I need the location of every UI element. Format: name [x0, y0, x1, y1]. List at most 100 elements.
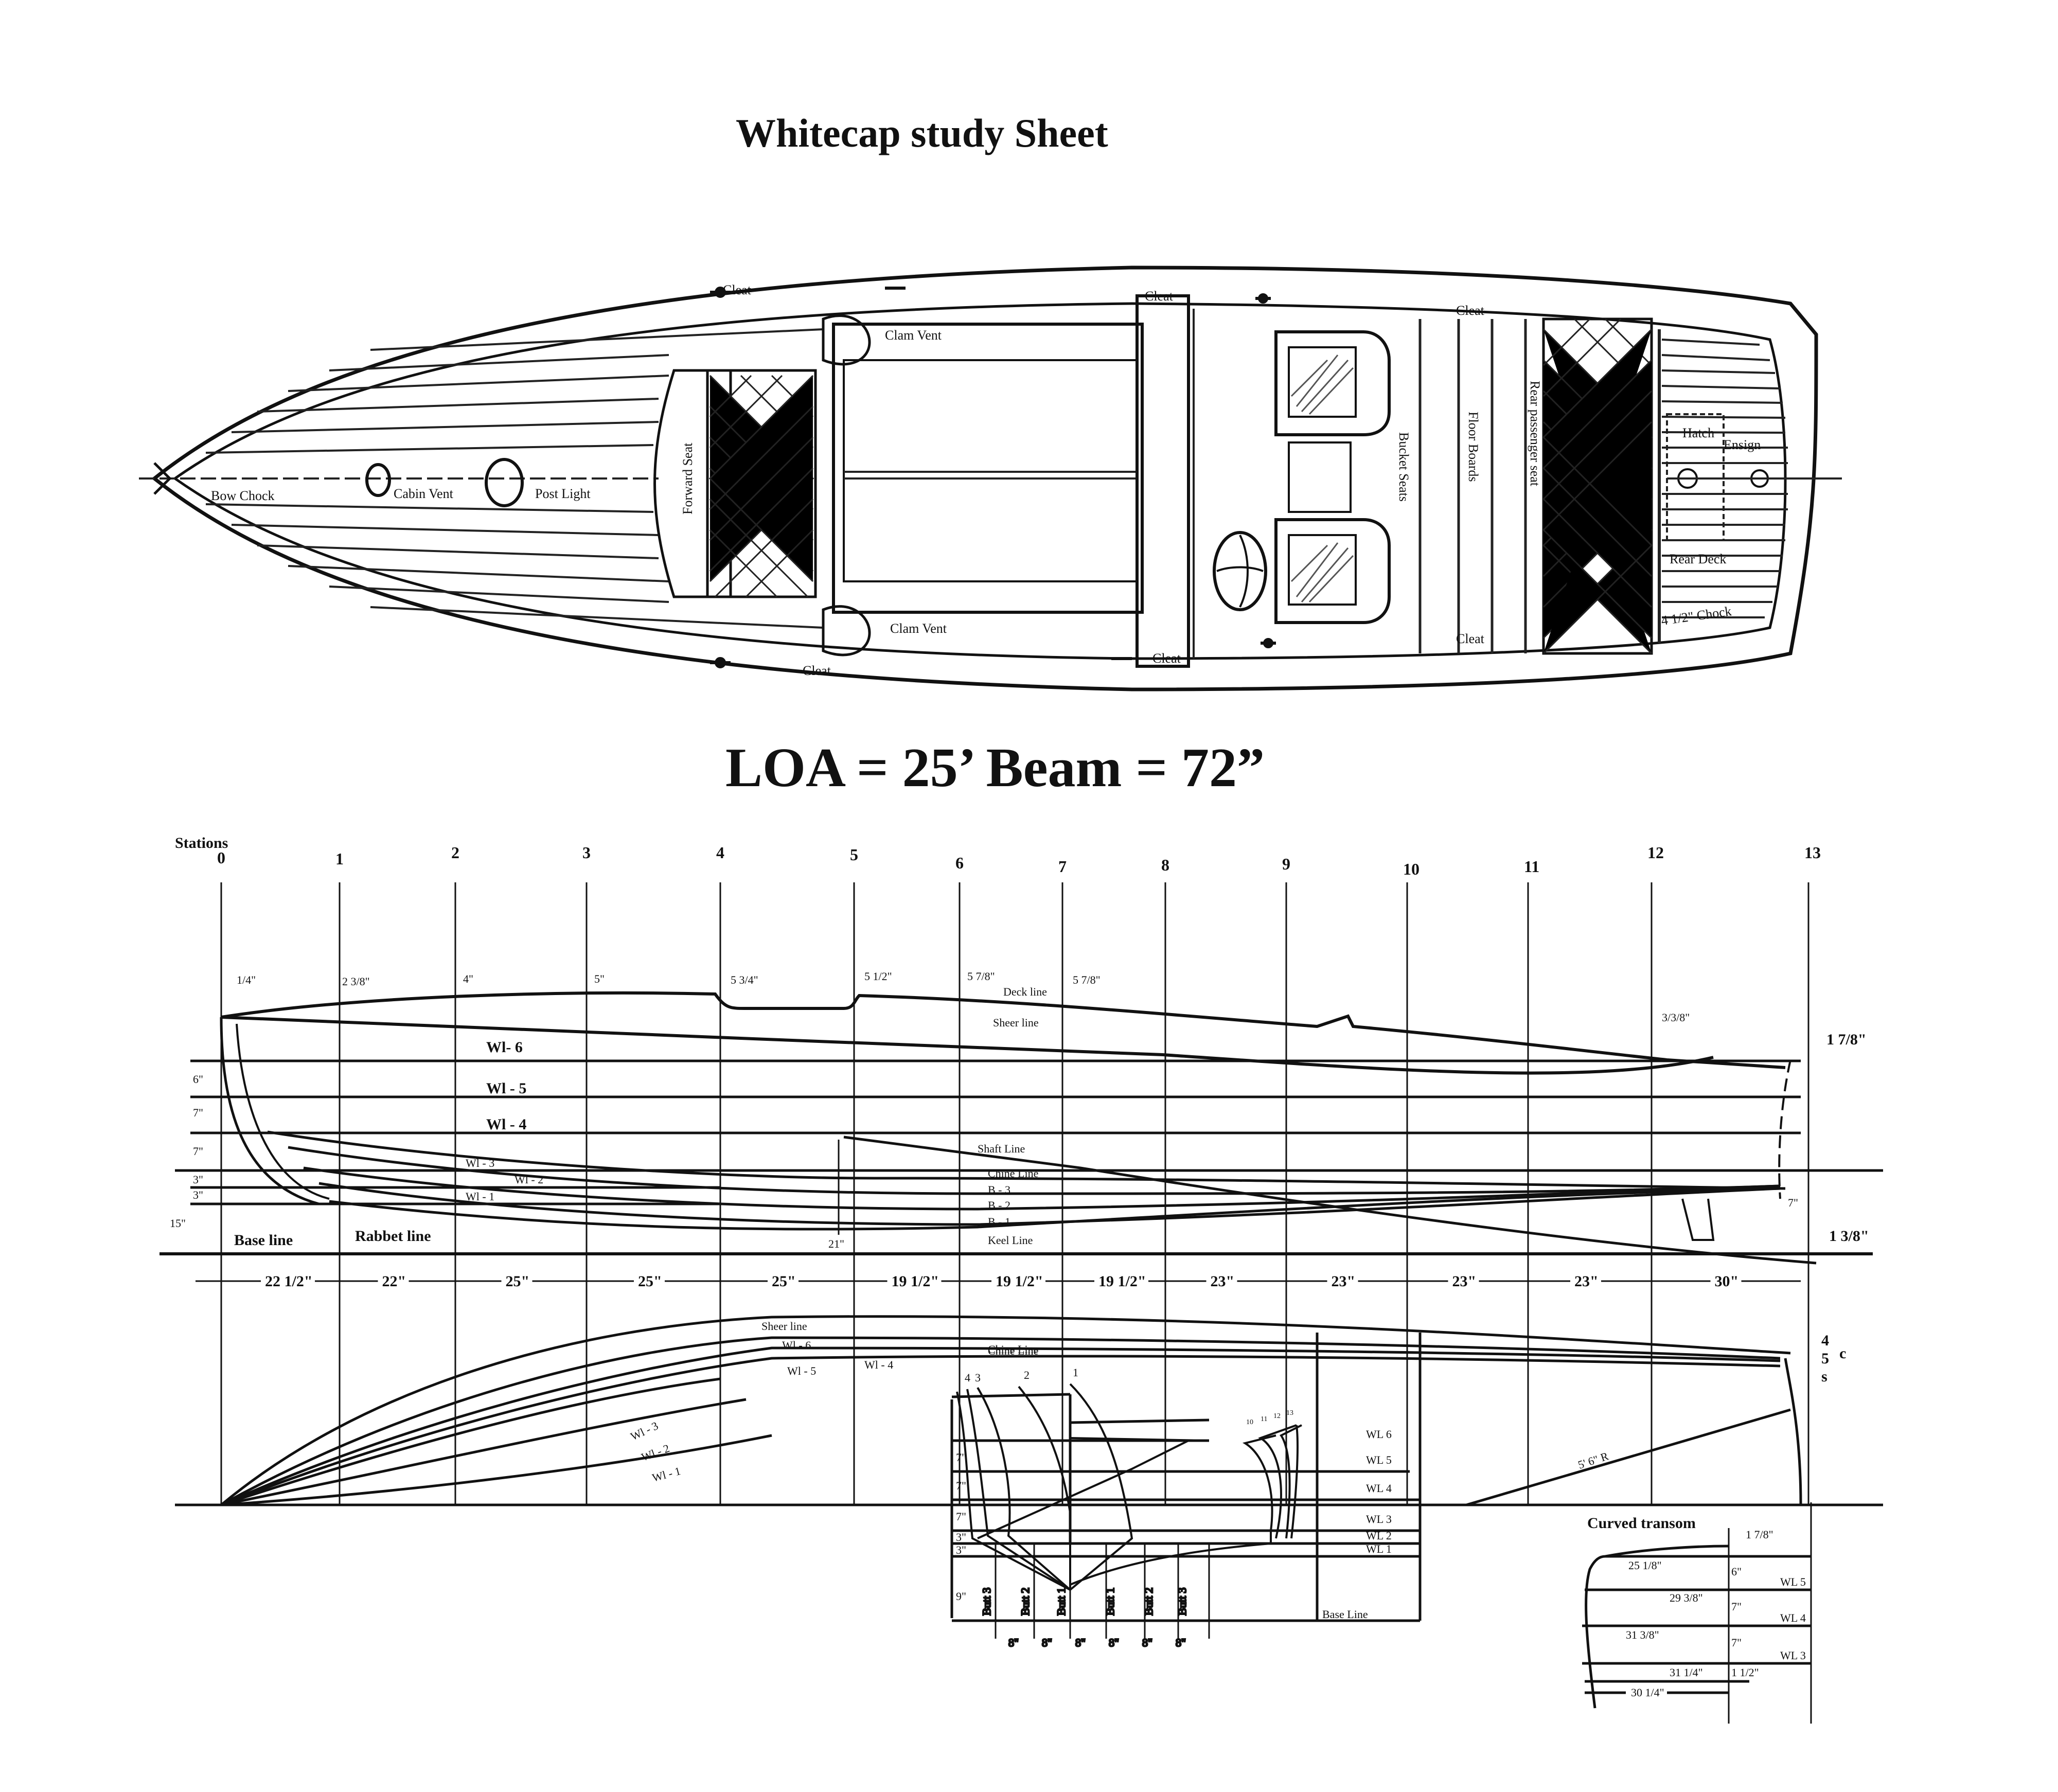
- half-breadth-view: Sheer line Wl - 6 Wl - 5 Wl - 4 Wl - 3 W…: [175, 1315, 1883, 1506]
- station-spacing-6: 19 1/2": [996, 1273, 1043, 1290]
- body-dim-label-3: 3": [956, 1531, 966, 1543]
- body-fwd-station-1: 1: [1073, 1366, 1078, 1379]
- shaft-line-label: Shaft Line: [978, 1142, 1025, 1155]
- steering-wheel-icon: [1213, 531, 1267, 611]
- transom-title: Curved transom: [1587, 1515, 1696, 1532]
- specs-label: LOA = 25’ Beam = 72”: [725, 737, 1265, 799]
- transom-radius-line: [1466, 1408, 1791, 1506]
- stem-line: [220, 1017, 320, 1205]
- chine-line-label: Chine Line: [988, 1167, 1038, 1180]
- transom-width-2: 29 3/8": [1670, 1591, 1703, 1604]
- station-spacing-2: 25": [506, 1273, 530, 1290]
- body-fwd-station-2: 2: [1024, 1369, 1030, 1381]
- butt-spacing-0: 8": [1008, 1636, 1019, 1649]
- station-spacing-0: 22 1/2": [265, 1273, 313, 1290]
- body-dim-label-2: 7": [956, 1510, 966, 1523]
- transom-wl3: WL 3: [1780, 1649, 1806, 1662]
- station-spacing-9: 23": [1332, 1273, 1356, 1290]
- deck-height-1: 2 3/8": [342, 975, 370, 988]
- shaft-height-label: 21": [828, 1237, 844, 1250]
- station-label-4: 4: [716, 843, 724, 862]
- deck-height-6: 5 7/8": [967, 970, 995, 983]
- rear-passenger-seat-label: Rear passenger seat: [1528, 381, 1542, 487]
- butt-spacing-1: 8": [1042, 1636, 1052, 1649]
- bucket-seat-top-cushion: [1288, 346, 1357, 418]
- post-light-label: Post Light: [535, 486, 591, 501]
- transom-width-1: 25 1/8": [1628, 1559, 1662, 1572]
- clam-vent-bottom-icon: [822, 605, 871, 657]
- transom-height-1: 6": [1731, 1565, 1742, 1578]
- station-label-5: 5: [850, 845, 858, 864]
- hb-wl3-label: Wl - 3: [629, 1419, 661, 1443]
- wl5-label: Wl - 5: [486, 1080, 526, 1097]
- hatch-label: Hatch: [1682, 425, 1714, 440]
- cleat-label-5: Cleat: [1152, 651, 1181, 666]
- keel-line-label: Keel Line: [988, 1234, 1033, 1247]
- stern-mark-c: c: [1839, 1345, 1846, 1362]
- transom-width-4: 31 1/4": [1670, 1666, 1703, 1679]
- hb-wl2-label: Wl - 2: [640, 1442, 671, 1464]
- butt-label-2: Butt 1: [1055, 1588, 1068, 1616]
- butt-label-3: Butt 1: [1104, 1588, 1116, 1616]
- deck-height-2: 4": [463, 972, 473, 985]
- shaft-line: [843, 1135, 1817, 1265]
- deck-height-4: 5 3/4": [731, 973, 758, 986]
- wl3-label: Wl - 3: [466, 1157, 494, 1169]
- station-spacing-3: 25": [638, 1273, 662, 1290]
- sheer-line: [221, 1016, 1714, 1075]
- body-aft-station-10: 10: [1246, 1418, 1253, 1426]
- butt-label-1: Butt 2: [1019, 1588, 1032, 1616]
- station-label-8: 8: [1161, 856, 1169, 874]
- left-dim-6: 15": [170, 1217, 186, 1230]
- bucket-seat-bottom: [1274, 518, 1391, 624]
- butt-spacing-4: 8": [1142, 1636, 1152, 1649]
- body-aft-station-11: 11: [1261, 1415, 1267, 1423]
- ensign-label: Ensign: [1724, 437, 1761, 452]
- chine-line: [267, 1130, 1786, 1190]
- bow-chock-label: Bow Chock: [211, 488, 275, 503]
- forward-sections: [956, 1383, 1189, 1591]
- post-light-icon: [485, 458, 524, 507]
- butt-label-5: Butt 3: [1176, 1588, 1188, 1616]
- body-fwd-station-4: 4: [965, 1371, 970, 1384]
- transom-height-4: 1 1/2": [1731, 1666, 1759, 1679]
- transom-height-3: 7": [1731, 1636, 1742, 1649]
- cleat-label-2: Cleat: [1145, 289, 1174, 304]
- forward-seat-quilting: [708, 375, 814, 598]
- station-spacing-10: 23": [1452, 1273, 1477, 1290]
- deck-height-3: 5": [594, 972, 605, 985]
- deck-line-label: Deck line: [1003, 985, 1047, 998]
- deck-line: [221, 991, 1786, 1069]
- left-dim-1: 6": [193, 1073, 203, 1086]
- hb-wl1-label: Wl - 1: [651, 1464, 682, 1484]
- station-spacing-1: 22": [382, 1273, 406, 1290]
- transom-width-3: 31 3/8": [1626, 1628, 1659, 1641]
- rear-deck-label: Rear Deck: [1670, 552, 1726, 566]
- cleat-label-3: Cleat: [1456, 303, 1485, 318]
- wl1-label: Wl - 1: [466, 1190, 494, 1203]
- station-label-10: 10: [1403, 860, 1420, 878]
- station-label-12: 12: [1647, 843, 1664, 862]
- left-dim-2: 7": [193, 1106, 203, 1119]
- hb-sheer-label: Sheer line: [761, 1320, 807, 1333]
- left-dim-3: 7": [193, 1145, 203, 1158]
- butt-spacing-5: 8": [1176, 1636, 1186, 1649]
- transom-profile: [1778, 1059, 1791, 1199]
- station-label-2: 2: [451, 843, 459, 862]
- butt-spacing-3: 8": [1109, 1636, 1119, 1649]
- butt-spacing-2: 8": [1075, 1636, 1086, 1649]
- body-aft-station-13: 13: [1286, 1409, 1293, 1417]
- stern-mark-5: 5: [1821, 1350, 1829, 1367]
- body-fwd-station-3: 3: [975, 1371, 981, 1384]
- sheer-line-label: Sheer line: [993, 1016, 1039, 1029]
- body-dim-label-5: 9": [956, 1590, 966, 1603]
- station-spacing-labels: 22 1/2"22"25"25"25"19 1/2"19 1/2"19 1/2"…: [261, 1272, 1742, 1290]
- floor-boards: [1418, 319, 1527, 653]
- station-label-6: 6: [955, 854, 964, 872]
- deck-edge: [172, 302, 1787, 660]
- station-label-7: 7: [1058, 857, 1067, 876]
- station-spacing-5: 19 1/2": [892, 1273, 939, 1290]
- b3-label: B - 3: [988, 1183, 1010, 1196]
